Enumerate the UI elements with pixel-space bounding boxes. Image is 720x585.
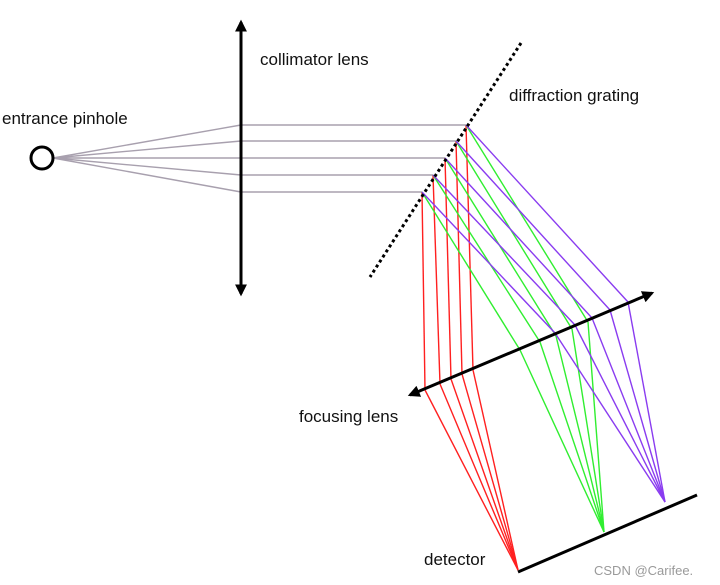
violet-ray-focused [554, 332, 666, 503]
red-ray [432, 174, 441, 385]
incident-ray [52, 157, 242, 176]
red-diffracted-rays [421, 124, 519, 571]
watermark-text: CSDN @Carifee. [594, 563, 694, 578]
violet-ray-focused [574, 324, 666, 503]
red-ray-focused [461, 373, 519, 571]
green-ray-focused [571, 328, 605, 533]
green-ray-focused [539, 341, 605, 533]
violet-ray-focused [609, 309, 666, 503]
red-ray-focused [439, 383, 519, 571]
incident-ray [52, 124, 242, 159]
violet-ray [421, 191, 556, 334]
violet-ray [432, 174, 576, 326]
red-ray [421, 191, 426, 391]
diffraction-grating [368, 42, 523, 278]
violet-ray-focused [627, 301, 666, 503]
focusing-lens-label: focusing lens [299, 407, 399, 426]
red-ray-focused [450, 378, 519, 571]
entrance-pinhole-circle [29, 145, 55, 171]
green-ray [465, 124, 589, 323]
violet-ray [455, 140, 611, 311]
incident-ray [52, 140, 242, 159]
focusing-lens [407, 291, 655, 397]
incident-ray [52, 157, 242, 193]
violet-ray-focused [591, 317, 666, 503]
violet-diffracted-rays [421, 124, 666, 503]
red-ray-focused [472, 369, 519, 571]
detector-plane [517, 493, 698, 574]
violet-ray [465, 124, 629, 303]
entrance-pinhole-label: entrance pinhole [2, 109, 128, 128]
green-ray-focused [519, 349, 605, 533]
red-ray-focused [424, 389, 519, 571]
diffraction-grating-label: diffraction grating [509, 86, 640, 105]
collimator-lens-label: collimator lens [260, 50, 369, 69]
detector-label: detector [424, 550, 486, 569]
incident-rays [52, 124, 466, 193]
